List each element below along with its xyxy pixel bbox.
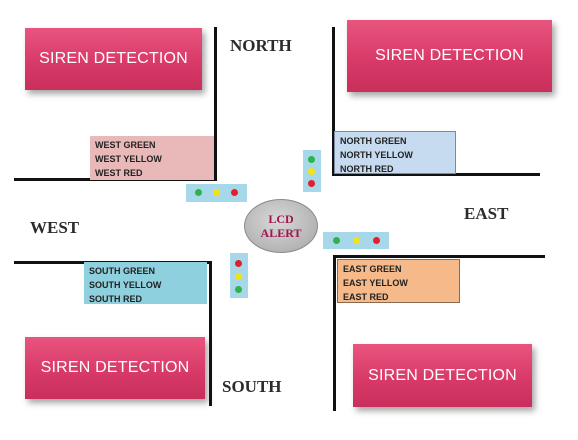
west-yellow-label: WEST YELLOW bbox=[95, 154, 162, 164]
west-green-label: WEST GREEN bbox=[95, 140, 156, 150]
south-signal-box: SOUTH GREEN SOUTH YELLOW SOUTH RED bbox=[84, 262, 207, 304]
siren-label: SIREN DETECTION bbox=[368, 366, 517, 384]
east-red-label: EAST RED bbox=[343, 292, 389, 302]
east-signal-box: EAST GREEN EAST YELLOW EAST RED bbox=[337, 259, 460, 303]
yellow-lamp-icon bbox=[213, 189, 220, 196]
south-yellow-label: SOUTH YELLOW bbox=[89, 280, 162, 290]
lcd-alert-line2: ALERT bbox=[260, 226, 302, 240]
direction-north-label: NORTH bbox=[230, 36, 292, 55]
green-lamp-icon bbox=[333, 237, 340, 244]
yellow-lamp-icon bbox=[308, 168, 315, 175]
south-traffic-light bbox=[230, 253, 248, 298]
siren-detection-southwest: SIREN DETECTION bbox=[25, 337, 205, 399]
road-south-right-edge bbox=[333, 255, 336, 411]
east-green-label: EAST GREEN bbox=[343, 264, 402, 274]
siren-label: SIREN DETECTION bbox=[375, 47, 524, 64]
north-red-label: NORTH RED bbox=[340, 164, 394, 174]
road-south-left-edge bbox=[209, 261, 212, 406]
south-green-label: SOUTH GREEN bbox=[89, 266, 156, 276]
road-north-right-edge bbox=[332, 27, 335, 176]
direction-south-label: SOUTH bbox=[222, 377, 282, 396]
green-lamp-icon bbox=[195, 189, 202, 196]
green-lamp-icon bbox=[235, 286, 242, 293]
direction-west-label: WEST bbox=[30, 218, 80, 237]
siren-detection-northwest: SIREN DETECTION bbox=[25, 28, 202, 90]
north-signal-box: NORTH GREEN NORTH YELLOW NORTH RED bbox=[334, 131, 456, 174]
south-red-label: SOUTH RED bbox=[89, 294, 143, 304]
yellow-lamp-icon bbox=[353, 237, 360, 244]
road-north-left-edge bbox=[214, 27, 217, 181]
road-east-top-edge bbox=[332, 173, 540, 176]
west-signal-box: WEST GREEN WEST YELLOW WEST RED bbox=[90, 136, 214, 180]
siren-label: SIREN DETECTION bbox=[40, 359, 190, 376]
lcd-alert-line1: LCD bbox=[268, 212, 294, 226]
east-traffic-light bbox=[323, 232, 389, 249]
west-red-label: WEST RED bbox=[95, 168, 143, 178]
red-lamp-icon bbox=[235, 260, 242, 267]
north-green-label: NORTH GREEN bbox=[340, 136, 407, 146]
red-lamp-icon bbox=[308, 180, 315, 187]
direction-east-label: EAST bbox=[464, 204, 509, 223]
siren-detection-southeast: SIREN DETECTION bbox=[353, 344, 532, 407]
lcd-alert: LCD ALERT bbox=[244, 199, 318, 253]
west-traffic-light bbox=[186, 184, 247, 202]
road-east-bottom-edge bbox=[333, 255, 545, 258]
east-yellow-label: EAST YELLOW bbox=[343, 278, 408, 288]
north-traffic-light bbox=[303, 150, 321, 192]
north-yellow-label: NORTH YELLOW bbox=[340, 150, 413, 160]
siren-label: SIREN DETECTION bbox=[39, 50, 188, 67]
yellow-lamp-icon bbox=[235, 273, 242, 280]
red-lamp-icon bbox=[231, 189, 238, 196]
green-lamp-icon bbox=[308, 156, 315, 163]
red-lamp-icon bbox=[373, 237, 380, 244]
siren-detection-northeast: SIREN DETECTION bbox=[347, 20, 552, 92]
